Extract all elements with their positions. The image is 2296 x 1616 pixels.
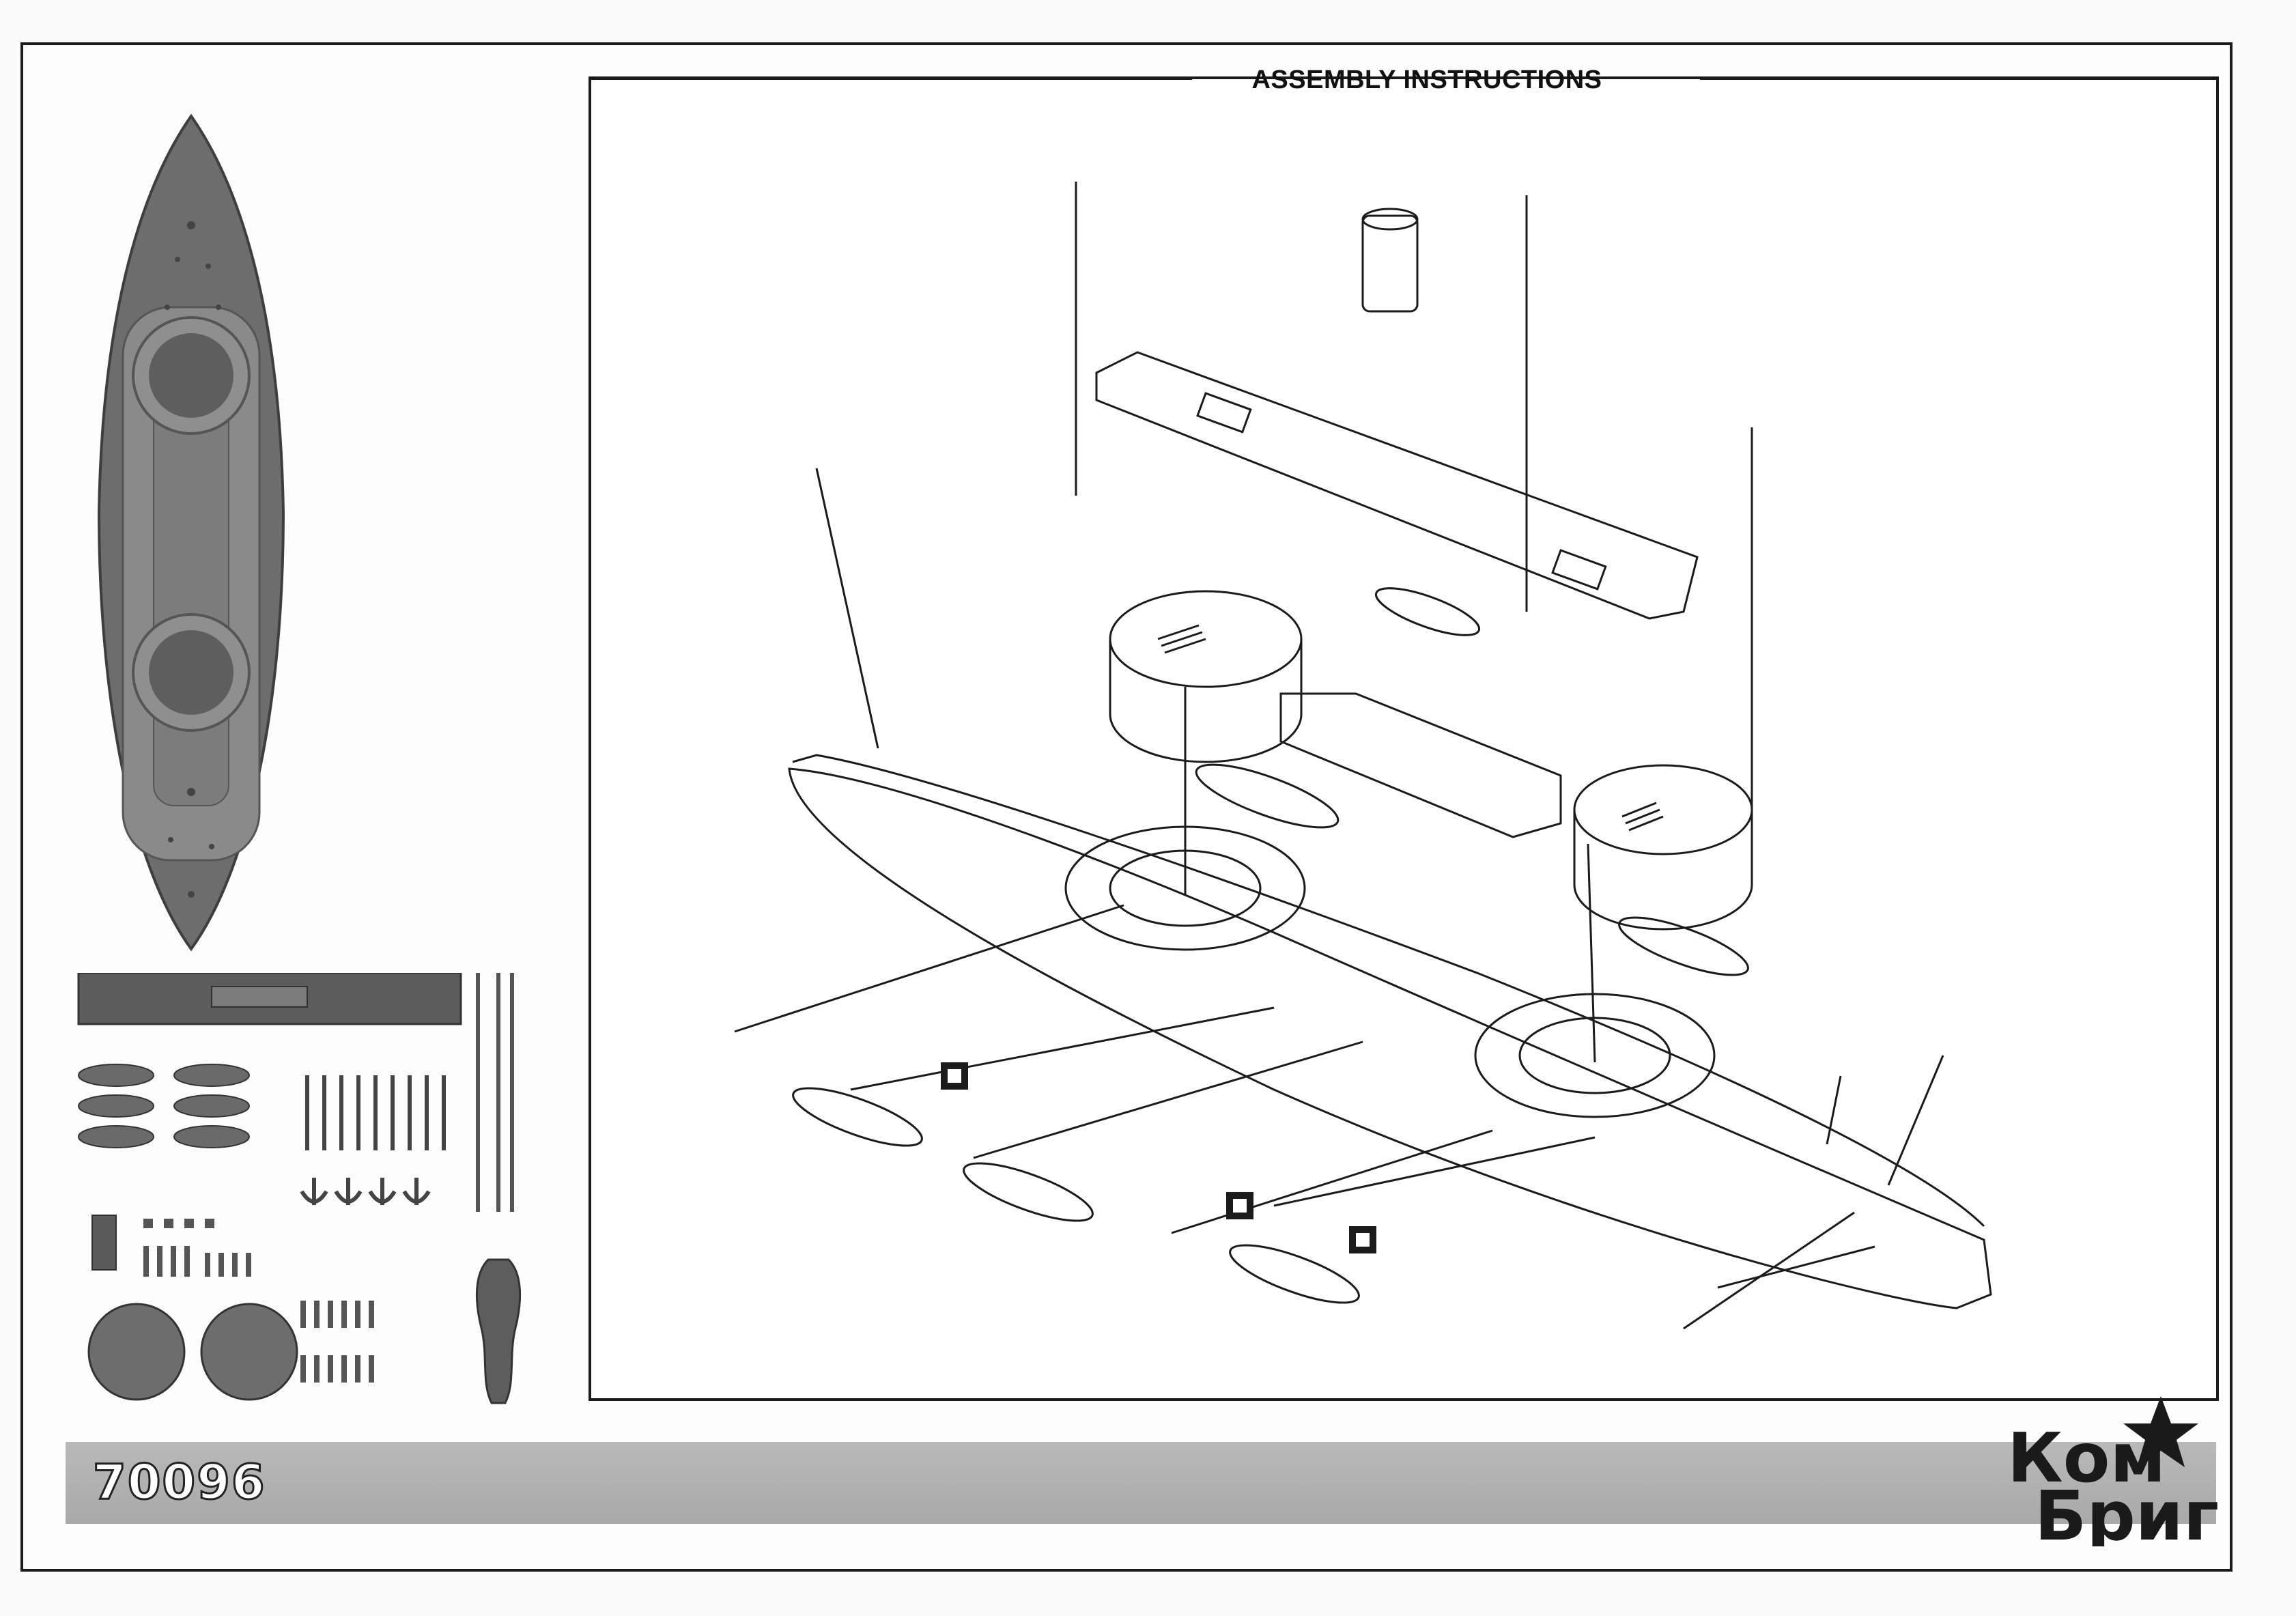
aft-turret [1573,764,1753,855]
boat-2 [1618,916,1749,976]
star-icon [2123,1396,2198,1467]
boat-4 [963,1162,1094,1222]
flying-deck [1095,351,1699,620]
exploded-assembly-diagram [734,182,1992,1330]
hull-outline [788,767,1992,1309]
central-casemate [1279,692,1562,838]
footer-bar: 70096 [66,1442,2216,1524]
boat-6 [1374,587,1481,636]
aft-turret-ring [1474,993,1716,1118]
kombrig-logo: Ком Бриг [2007,1396,2219,1546]
funnel [1361,214,1419,313]
title-rule-left [591,77,1192,80]
kit-number: 70096 [92,1454,266,1512]
boat-3 [792,1087,923,1147]
title-rule-right [1700,77,2219,80]
parts-sprue-layout [77,973,521,1404]
page-title: ASSEMBLY INSTRUCTIONS [1251,66,1602,94]
boat-1 [1195,763,1340,829]
boat-5 [1229,1244,1360,1304]
hull-top-view [97,113,285,952]
brand-line-1: Ком [2007,1418,2166,1498]
assembly-panel [589,76,2219,1401]
brand-line-2: Бриг [2035,1476,2219,1546]
